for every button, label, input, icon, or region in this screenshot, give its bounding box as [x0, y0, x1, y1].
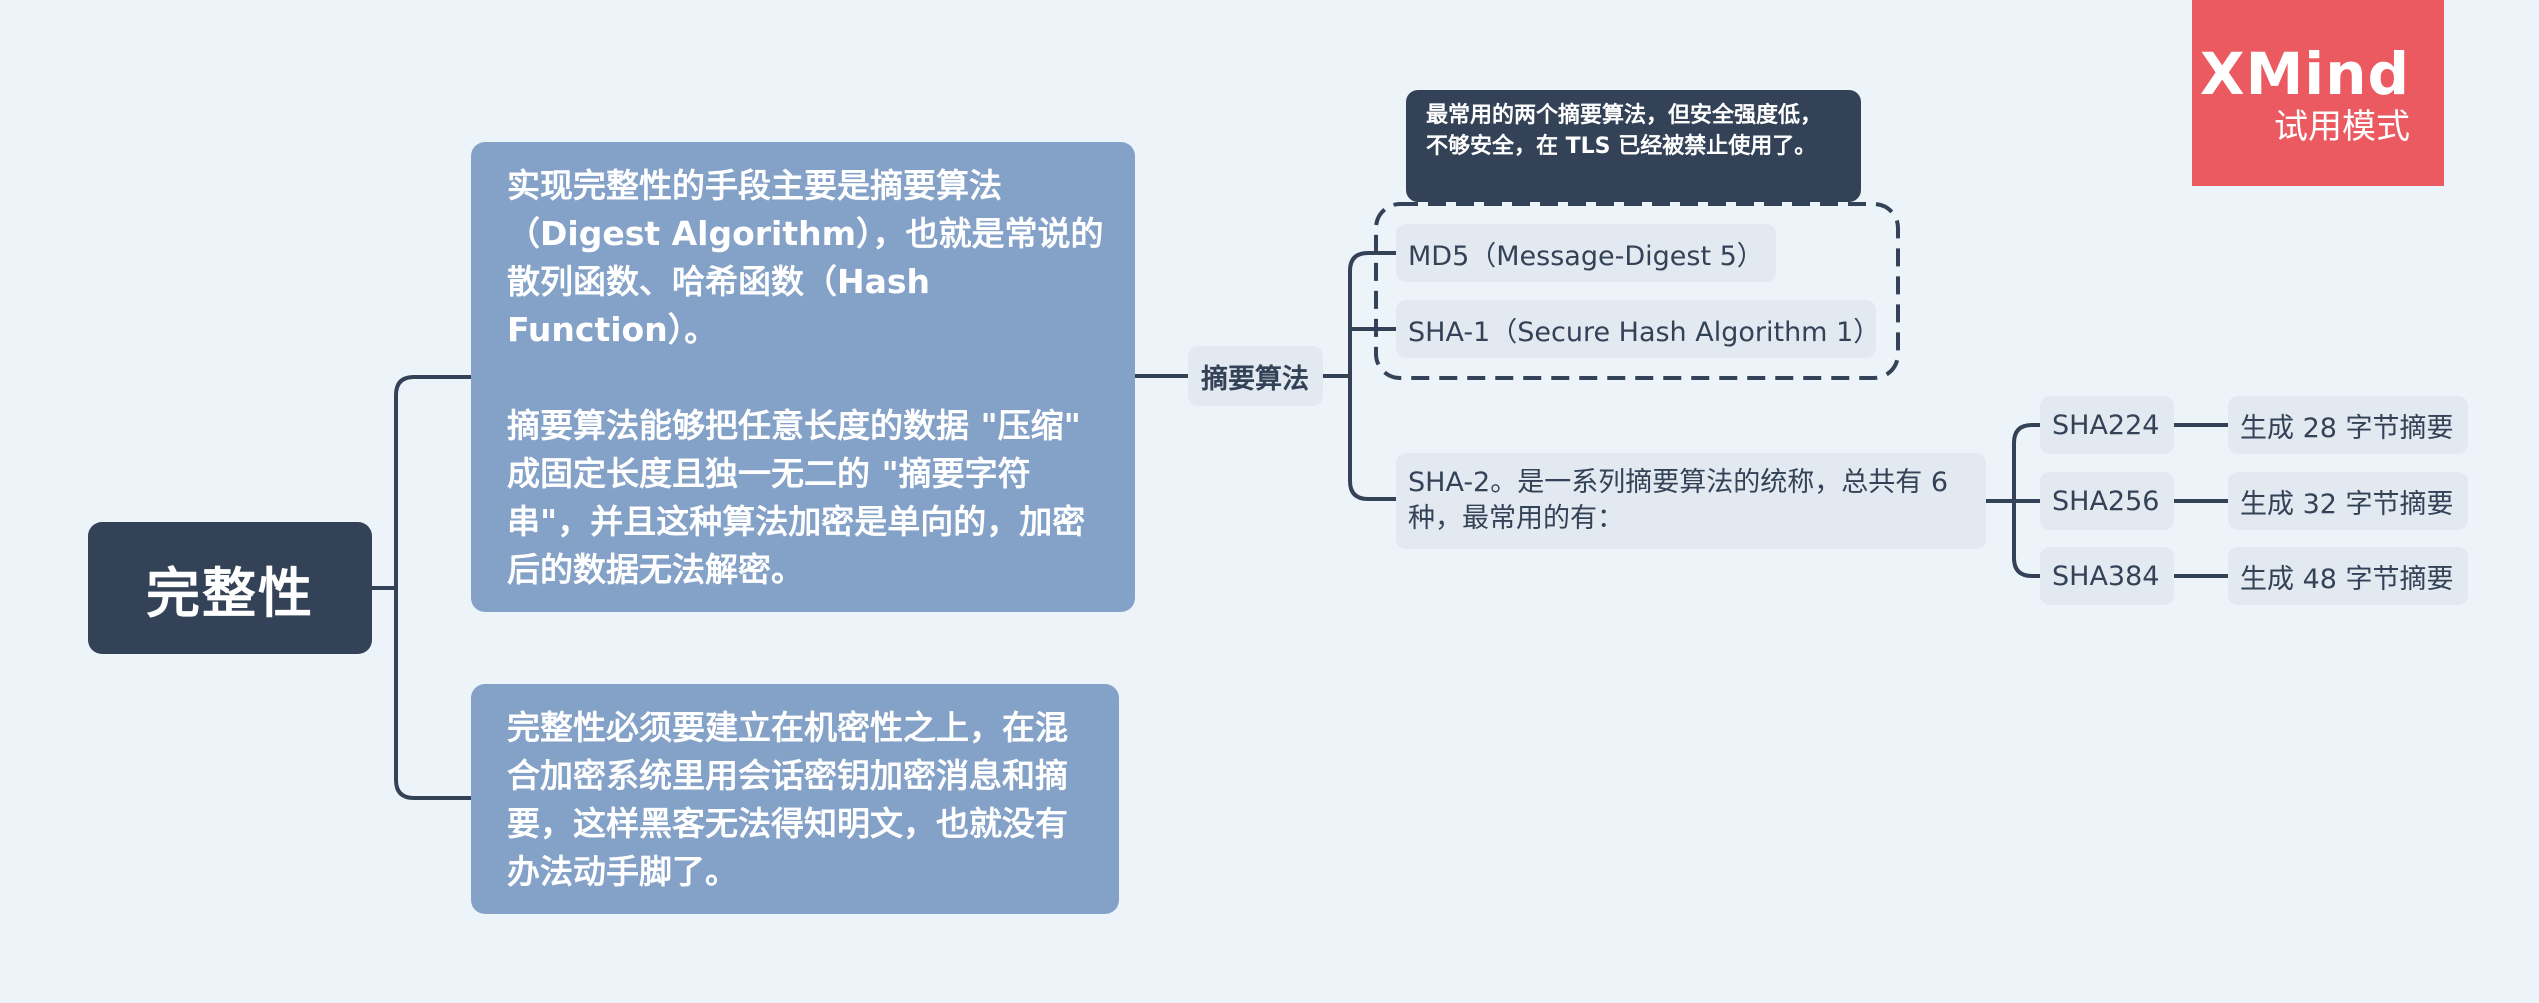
topic-md5[interactable]: MD5（Message-Digest 5） — [1396, 224, 1776, 282]
sha2-text-line-2: 种，最常用的有： — [1408, 503, 1624, 534]
sha2-text-line-1: SHA-2。是一系列摘要算法的统称，总共有 6 — [1408, 467, 1948, 498]
topic-digest-algorithm[interactable]: 摘要算法 — [1188, 346, 1323, 406]
topic-sha2[interactable]: SHA-2。是一系列摘要算法的统称，总共有 6 种，最常用的有： — [1396, 453, 1986, 549]
overview-paragraph-2: 摘要算法能够把任意长度的数据 "压缩" 成固定长度且独一无二的 "摘要字符串"，… — [507, 406, 1086, 589]
topic-sha256[interactable]: SHA256 — [2040, 472, 2174, 530]
watermark-mode: 试用模式 — [2274, 107, 2410, 147]
watermark-brand: XMind — [2199, 40, 2410, 108]
trial-watermark: XMind 试用模式 — [2192, 0, 2444, 186]
overview-paragraph-1: 实现完整性的手段主要是摘要算法（Digest Algorithm），也就是常说的… — [507, 166, 1104, 349]
topic-sha384-size[interactable]: 生成 48 字节摘要 — [2228, 547, 2468, 605]
topic-sha1[interactable]: SHA-1（Secure Hash Algorithm 1） — [1396, 300, 1880, 358]
dashed-boundary — [1374, 202, 1900, 380]
boundary-callout[interactable]: 最常用的两个摘要算法，但安全强度低，不够安全，在 TLS 已经被禁止使用了。 — [1406, 90, 1861, 202]
topic-sha384[interactable]: SHA384 — [2040, 547, 2174, 605]
topic-sha224[interactable]: SHA224 — [2040, 396, 2174, 454]
topic-digest-overview[interactable]: 实现完整性的手段主要是摘要算法（Digest Algorithm），也就是常说的… — [471, 142, 1135, 612]
topic-sha256-size[interactable]: 生成 32 字节摘要 — [2228, 472, 2468, 530]
root-topic[interactable]: 完整性 — [88, 522, 372, 654]
topic-confidentiality-basis[interactable]: 完整性必须要建立在机密性之上，在混合加密系统里用会话密钥加密消息和摘要，这样黑客… — [471, 684, 1119, 914]
topic-sha224-size[interactable]: 生成 28 字节摘要 — [2228, 396, 2468, 454]
